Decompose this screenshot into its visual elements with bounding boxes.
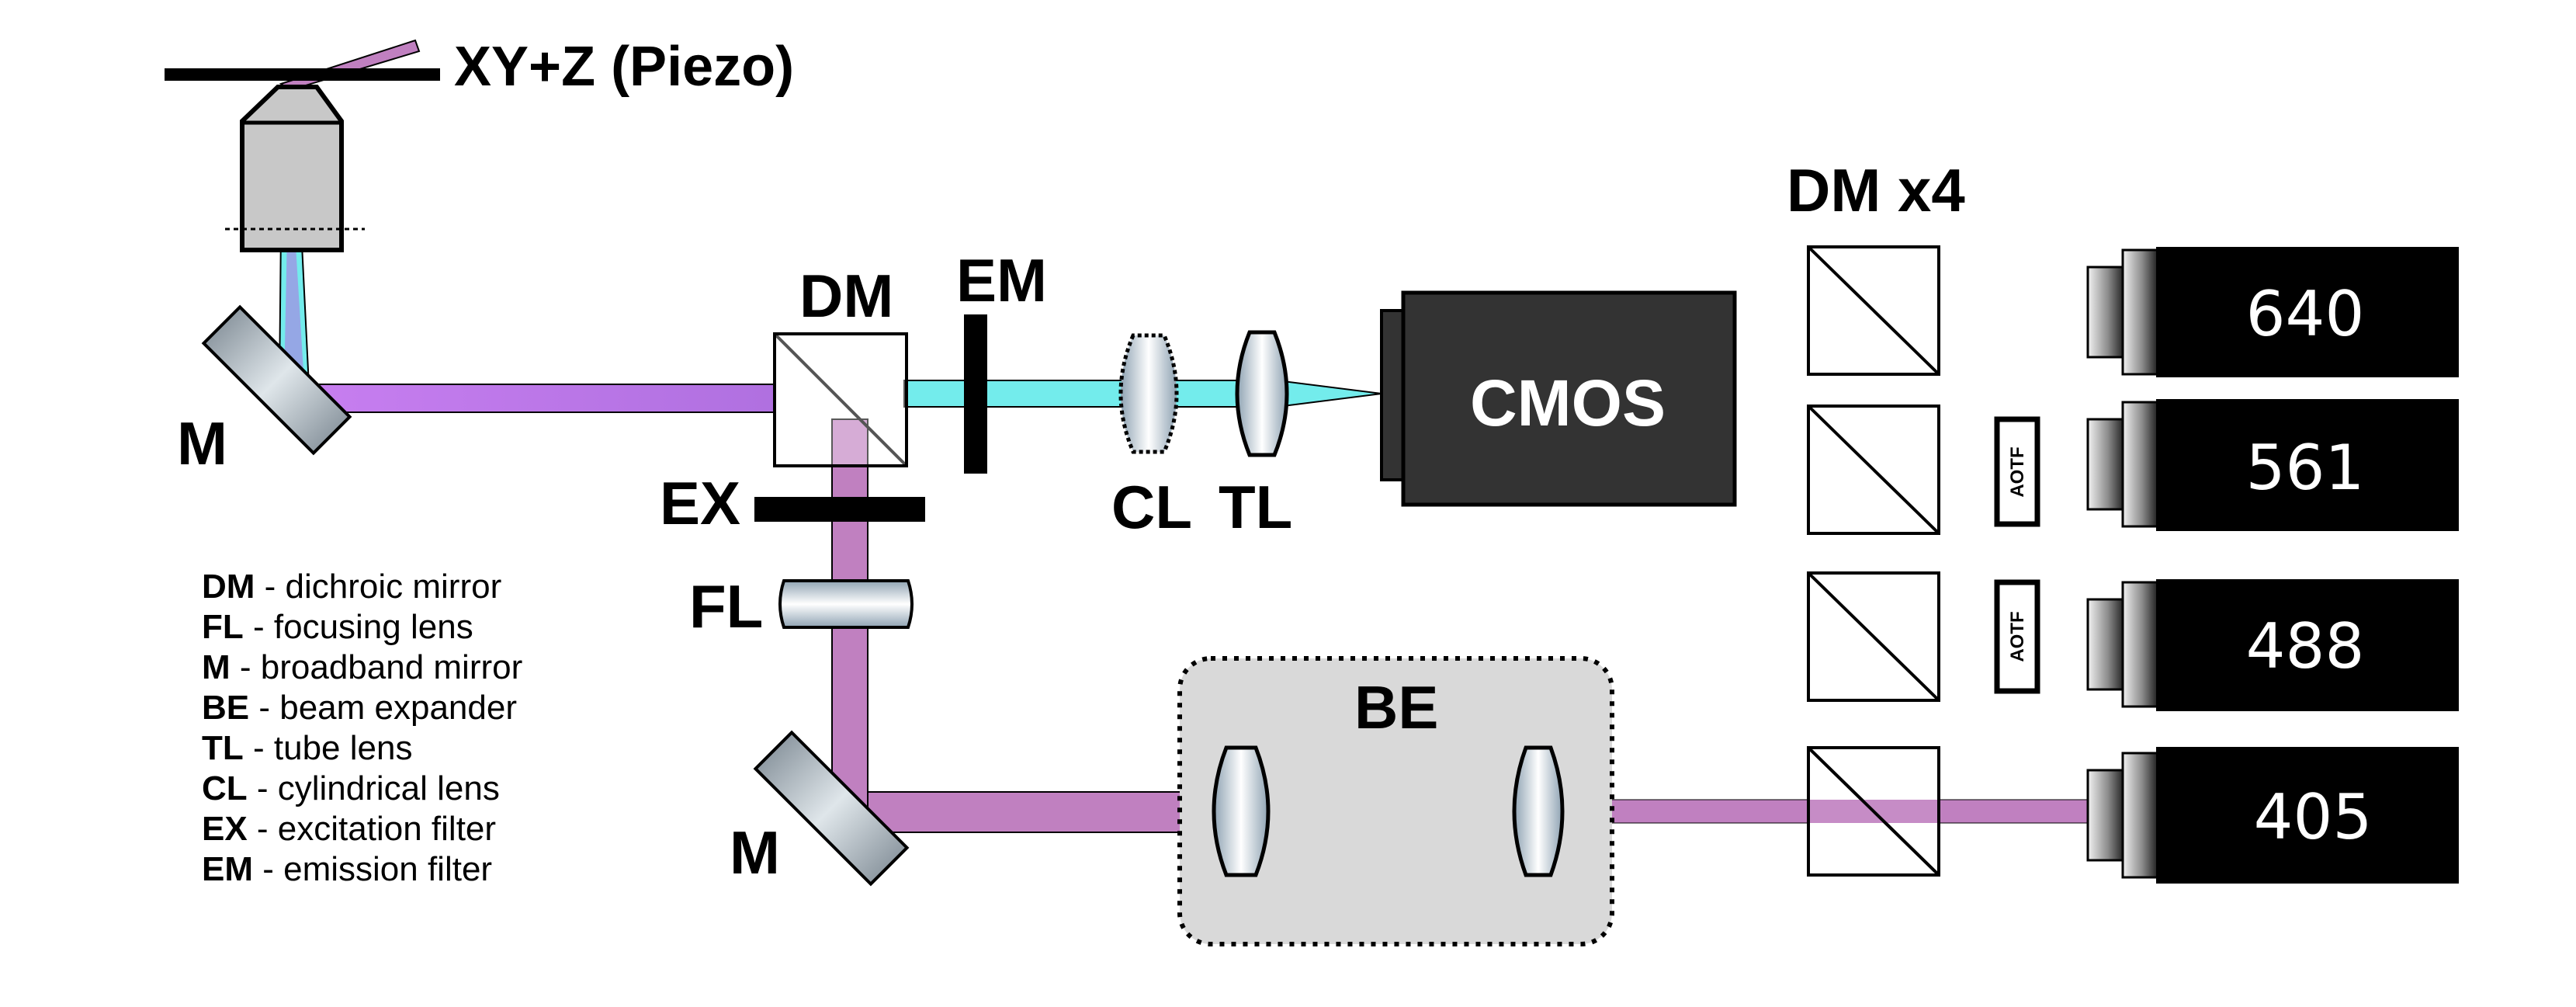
label-dm: DM	[799, 262, 893, 330]
laser-488: 488	[2086, 579, 2459, 711]
dm-stack-3	[1807, 571, 1940, 702]
legend-item: BE - beam expander	[202, 689, 517, 727]
dm-cube-outline	[773, 332, 908, 467]
upper-mirror	[201, 304, 352, 456]
objective-beam-focus	[284, 233, 304, 384]
laser-561-label: 561	[2246, 432, 2365, 504]
laser-488-label: 488	[2246, 610, 2365, 682]
laser-640-label: 640	[2246, 278, 2365, 350]
legend-item: EX - excitation filter	[202, 810, 496, 848]
label-dm-x4: DM x4	[1787, 156, 1965, 224]
focusing-lens	[778, 579, 914, 629]
legend-item: CL - cylindrical lens	[202, 769, 500, 807]
label-fl: FL	[689, 572, 763, 641]
cmos-label: CMOS	[1470, 366, 1666, 439]
excitation-filter	[754, 497, 925, 522]
label-ex: EX	[660, 469, 740, 537]
legend-item: M - broadband mirror	[202, 648, 522, 686]
label-be: BE	[1354, 673, 1438, 741]
excitation-beam-lower-horizontal	[861, 791, 1227, 833]
aotf-488: AOTF	[1994, 579, 2040, 694]
lower-mirror	[753, 730, 910, 887]
stage-label: XY+Z (Piezo)	[454, 36, 794, 98]
be-enclosure	[1177, 656, 1614, 946]
objective-body	[240, 85, 344, 252]
emission-beam-horizontal	[903, 380, 1278, 408]
cylindrical-lens	[1118, 333, 1179, 454]
legend-item: DM - dichroic mirror	[202, 568, 501, 606]
label-em: EM	[956, 246, 1047, 314]
label-m-upper: M	[177, 409, 227, 477]
aotf-label: AOTF	[2007, 446, 2028, 497]
dm-stack-4	[1807, 746, 1940, 877]
stage-bar	[165, 68, 440, 81]
be-lens-right	[1512, 745, 1565, 877]
legend: DM - dichroic mirror FL - focusing lens …	[202, 568, 522, 888]
cmos-body	[1401, 290, 1737, 507]
aotf-label: AOTF	[2007, 611, 2028, 661]
excitation-beam-upper-horizontal	[308, 384, 775, 413]
label-m-lower: M	[730, 818, 780, 887]
aotf-561: AOTF	[1994, 416, 2040, 527]
emission-filter	[964, 314, 987, 474]
laser-640: 640	[2086, 247, 2459, 377]
dm-stack-1	[1807, 245, 1940, 376]
dm-diagonal	[773, 332, 908, 467]
sample-beam-slash	[279, 39, 421, 92]
label-tl: TL	[1219, 473, 1292, 541]
legend-item: TL - tube lens	[202, 729, 412, 767]
emission-beam-cone	[1276, 379, 1382, 408]
be-lens-left	[1212, 745, 1271, 877]
dm-stack-2	[1807, 405, 1940, 535]
legend-item: FL - focusing lens	[202, 608, 473, 646]
tube-lens	[1235, 330, 1289, 457]
laser-561: 561	[2086, 399, 2459, 531]
laser-405-label: 405	[2254, 781, 2373, 853]
laser-405: 405	[2086, 747, 2459, 884]
label-cl: CL	[1111, 473, 1192, 541]
legend-item: EM - emission filter	[202, 850, 492, 888]
